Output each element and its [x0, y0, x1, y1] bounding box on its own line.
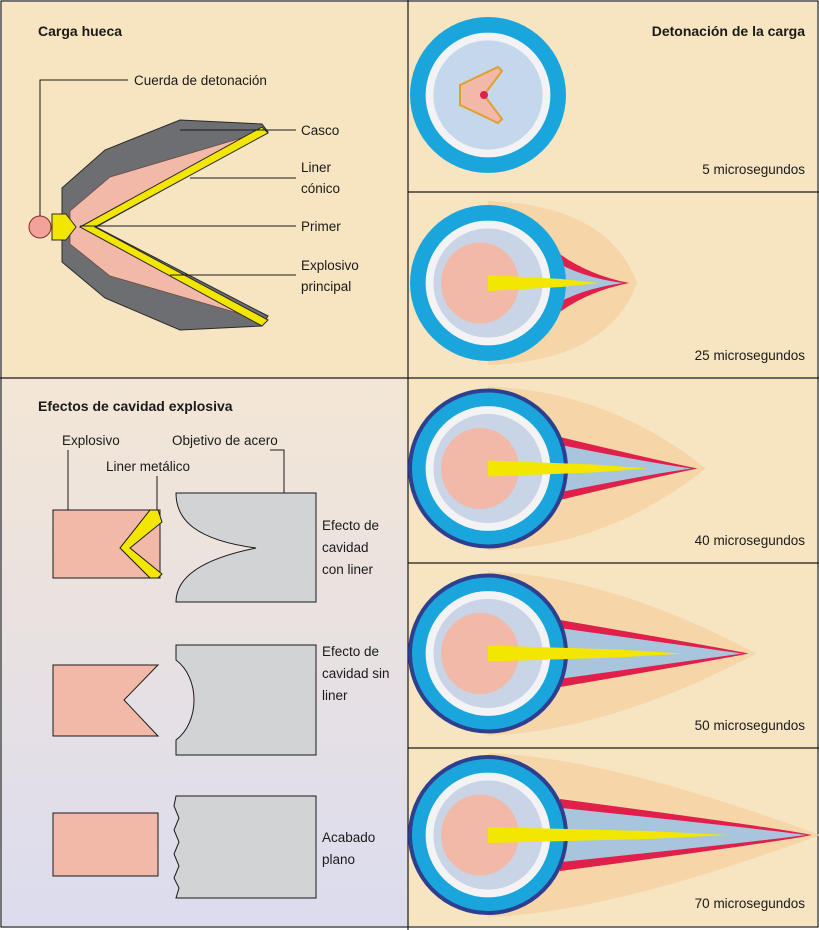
stage5-time-label: 70 microsegundos	[695, 896, 806, 911]
stage1-time-label: 5 microsegundos	[702, 162, 805, 177]
detonation-cord-shape	[29, 216, 51, 238]
case2-label-line1: Efecto de	[322, 644, 379, 659]
case3-steel-target	[174, 796, 316, 898]
stage4-time-label: 50 microsegundos	[695, 718, 806, 733]
case1-label-line1: Efecto de	[322, 518, 379, 533]
case3-label-line1: Acabado	[322, 830, 375, 845]
cord-label: Cuerda de detonación	[134, 73, 267, 88]
main-explosive-label-line1: Explosivo	[301, 258, 359, 273]
case3-explosive	[53, 813, 158, 876]
stage3-time-label: 40 microsegundos	[695, 533, 806, 548]
stage2-time-label: 25 microsegundos	[695, 348, 806, 363]
casing-label: Casco	[301, 123, 339, 138]
main-explosive-label-line2: principal	[301, 279, 351, 294]
primer-label: Primer	[301, 219, 341, 234]
stage1-primer	[480, 91, 488, 99]
case3-label-line2: plano	[322, 852, 355, 867]
cavity-effects-title: Efectos de cavidad explosiva	[38, 398, 233, 414]
detonation-title: Detonación de la carga	[652, 23, 805, 39]
case2-label-line2: cavidad sin	[322, 666, 390, 681]
case1-label-line2: cavidad	[322, 540, 369, 555]
case2-steel-target	[176, 645, 316, 755]
case1-label-line3: con liner	[322, 562, 374, 577]
liner-label-line2: cónico	[301, 181, 340, 196]
steel-target-label: Objetivo de acero	[172, 433, 278, 448]
liner-label-line1: Liner	[301, 160, 332, 175]
case2-label-line3: liner	[322, 688, 348, 703]
shaped-charge-title: Carga hueca	[38, 23, 122, 39]
explosive-label: Explosivo	[62, 433, 120, 448]
metal-liner-label: Liner metálico	[106, 459, 190, 474]
